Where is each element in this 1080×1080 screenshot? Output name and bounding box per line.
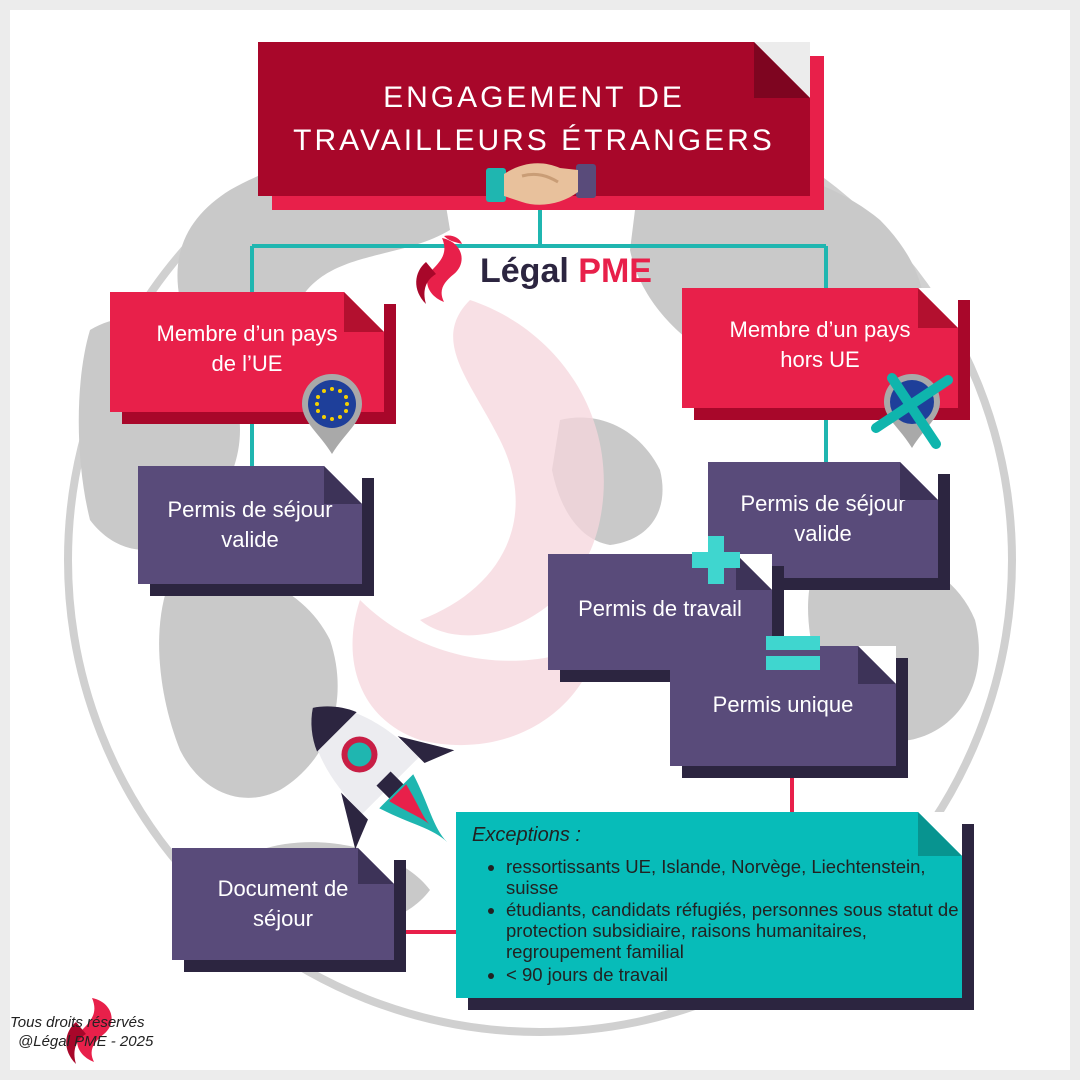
exceptions-box: Exceptions : ressortissants UE, Islande,… [456, 812, 962, 998]
eu-permit-line-1: Permis de séjour [167, 497, 333, 523]
work-permit-fold [736, 554, 772, 590]
rocket-icon [311, 706, 455, 850]
brand-logo-icon [416, 235, 462, 304]
non-eu-permit-fold [900, 462, 938, 500]
title-fold [754, 42, 810, 98]
brand-name-part-1: Légal [480, 252, 569, 290]
single-permit-label: Permis unique [712, 692, 854, 718]
eu-permit-line-2: valide [221, 527, 279, 552]
eu-permit-fold [324, 466, 362, 504]
eu-member-fold [344, 292, 384, 332]
eu-member-line-2: de l’UE [211, 351, 283, 376]
brand-name: Légal PME [480, 252, 652, 291]
work-permit-label: Permis de travail [578, 596, 742, 622]
residence-document-box: Document de séjour [172, 848, 394, 960]
non-eu-member-fold [918, 288, 958, 328]
plus-icon [692, 536, 740, 584]
crossed-eu-flag-pin-icon [871, 373, 953, 449]
title-line-2: TRAVAILLEURS ÉTRANGERS [293, 124, 775, 157]
single-permit-fold [858, 646, 896, 684]
eu-flag-pin-icon [302, 374, 362, 454]
exceptions-list: ressortissants UE, Islande, Norvège, Lie… [456, 856, 962, 986]
residence-document-line-1: Document de [217, 876, 349, 902]
title-line-1: ENGAGEMENT DE [383, 80, 685, 114]
exceptions-title: Exceptions : [472, 824, 581, 846]
non-eu-member-line-1: Membre d’un pays [729, 317, 911, 343]
footer-logo-icon [66, 998, 112, 1064]
exception-item-3: < 90 jours de travail [506, 964, 962, 986]
credit-line-1: Tous droits réservés [10, 1014, 145, 1031]
non-eu-permit-line-2: valide [794, 521, 852, 546]
exceptions-fold [918, 812, 962, 856]
handshake-icon [486, 163, 596, 205]
non-eu-permit-line-1: Permis de séjour [740, 491, 906, 517]
eu-member-line-1: Membre d’un pays [156, 321, 338, 347]
brand-name-part-2: PME [578, 252, 652, 290]
equals-icon [766, 636, 820, 670]
residence-document-fold [358, 848, 394, 884]
exception-item-2: étudiants, candidats réfugiés, personnes… [506, 900, 962, 962]
eu-permit-box: Permis de séjour valide [138, 466, 362, 584]
copyright-credit: Tous droits réservés @Légal PME - 2025 [10, 1014, 153, 1052]
credit-line-2: @Légal PME - 2025 [18, 1032, 154, 1050]
exception-item-1: ressortissants UE, Islande, Norvège, Lie… [506, 856, 962, 898]
residence-document-line-2: séjour [253, 906, 313, 931]
non-eu-member-line-2: hors UE [780, 347, 860, 372]
